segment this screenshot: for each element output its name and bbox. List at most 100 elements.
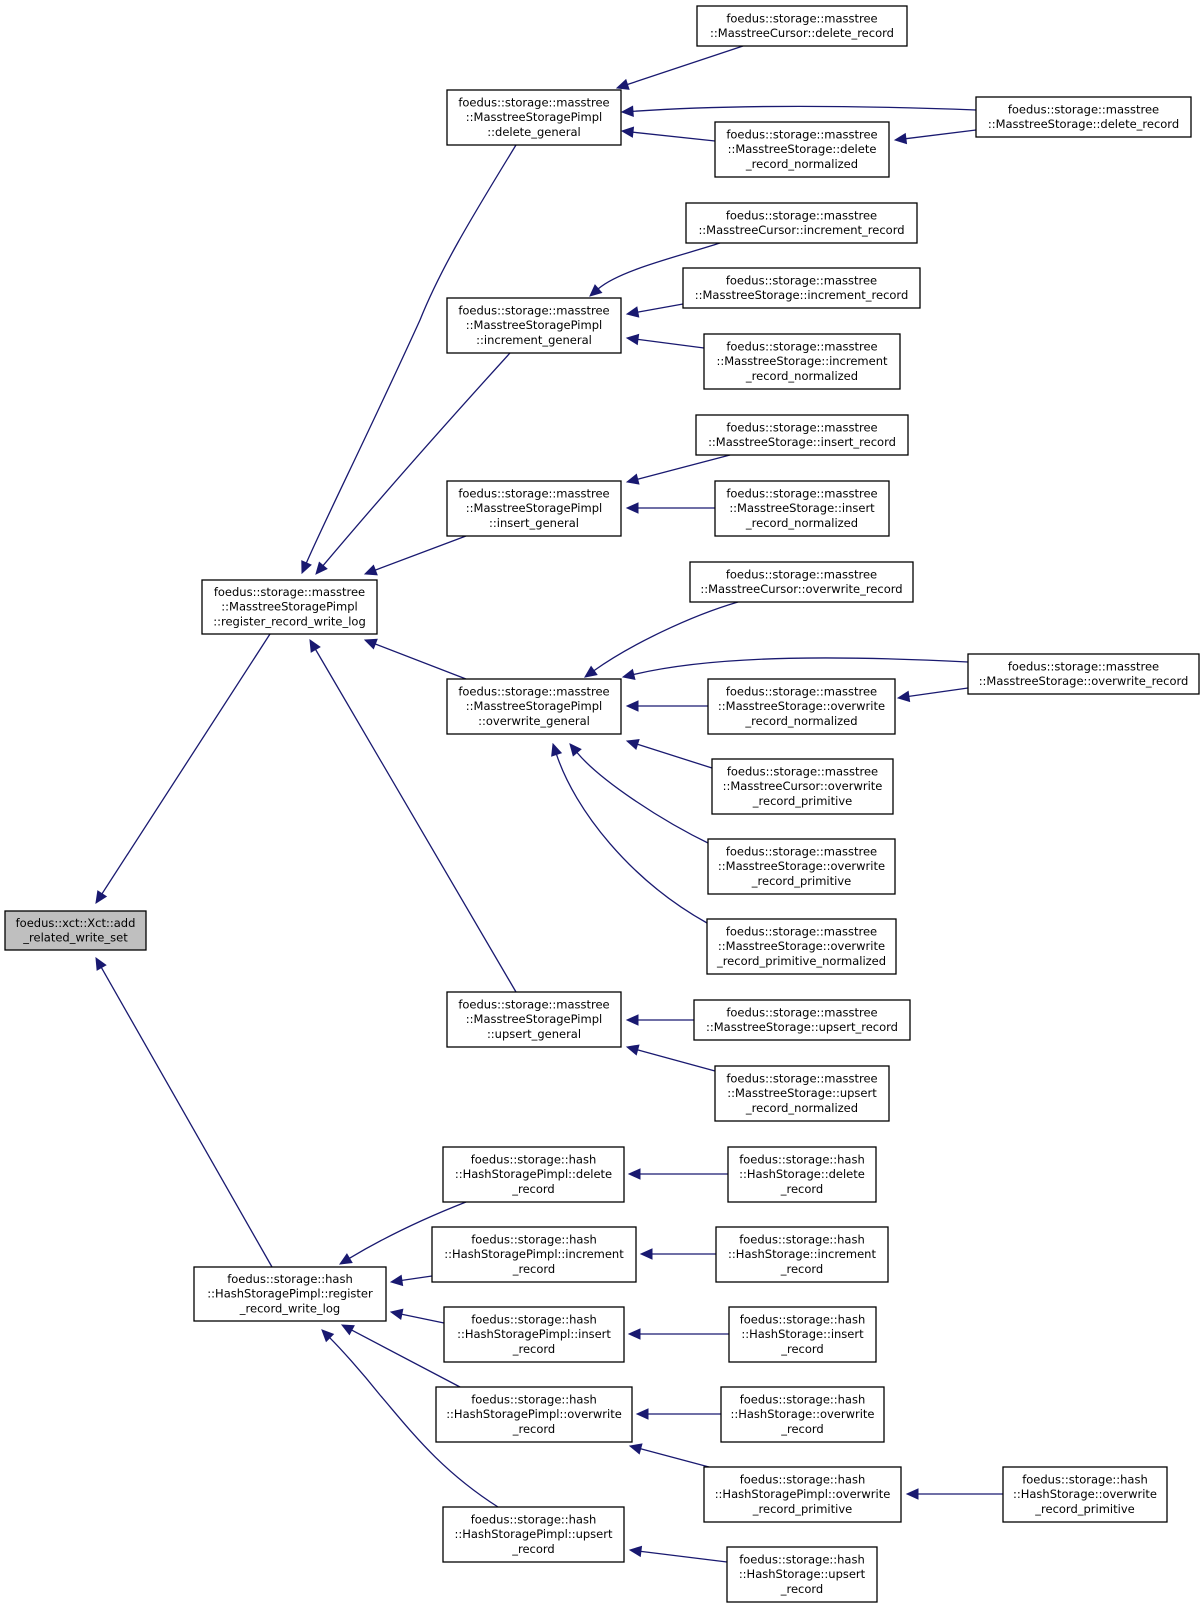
node-label-line: ::increment_general [476, 333, 592, 347]
node-reg_hash[interactable]: foedus::storage::hash::HashStoragePimpl:… [193, 1266, 387, 1322]
node-box [720, 1386, 885, 1443]
node-ms_inc_n[interactable]: foedus::storage::masstree::MasstreeStora… [703, 333, 901, 390]
node-label-line: _record_normalized [745, 1101, 858, 1115]
node-hp_up[interactable]: foedus::storage::hash::HashStoragePimpl:… [442, 1506, 625, 1563]
node-label-line: foedus::storage::hash [740, 1473, 866, 1487]
node-ms_del_n[interactable]: foedus::storage::masstree::MasstreeStora… [714, 121, 890, 178]
nodes-layer: foedus::xct::Xct::add_related_write_setf… [4, 5, 1200, 1603]
node-reg_mt[interactable]: foedus::storage::masstree::MasstreeStora… [201, 579, 378, 635]
node-label-line: ::MasstreeStorage::insert [729, 501, 875, 515]
edge-arrowhead [639, 1248, 653, 1260]
node-hp_inc[interactable]: foedus::storage::hash::HashStoragePimpl:… [431, 1226, 637, 1283]
node-hs_ow_p[interactable]: foedus::storage::hash::HashStorage::over… [1002, 1466, 1168, 1523]
node-label-line: ::MasstreeStoragePimpl [466, 699, 602, 713]
node-label-line: foedus::storage::masstree [726, 420, 877, 434]
node-up_gen[interactable]: foedus::storage::masstree::MasstreeStora… [446, 991, 622, 1048]
edge-arrowhead [621, 668, 636, 680]
node-ms_ow[interactable]: foedus::storage::masstree::MasstreeStora… [967, 653, 1200, 695]
node-inc_gen[interactable]: foedus::storage::masstree::MasstreeStora… [446, 297, 622, 354]
node-ms_del[interactable]: foedus::storage::masstree::MasstreeStora… [975, 96, 1192, 138]
node-label-line: foedus::storage::masstree [726, 208, 877, 222]
node-label-line: foedus::storage::hash [739, 1553, 865, 1567]
node-box [728, 1306, 877, 1363]
node-root[interactable]: foedus::xct::Xct::add_related_write_set [4, 910, 147, 951]
node-hs_inc[interactable]: foedus::storage::hash::HashStorage::incr… [715, 1226, 889, 1283]
node-ms_ins_n[interactable]: foedus::storage::masstree::MasstreeStora… [714, 480, 890, 537]
node-ow_gen[interactable]: foedus::storage::masstree::MasstreeStora… [446, 678, 622, 735]
node-ms_ow_pn[interactable]: foedus::storage::masstree::MasstreeStora… [706, 918, 897, 975]
node-label-line: ::MasstreeStorage::increment_record [695, 288, 909, 302]
node-box [711, 758, 894, 815]
node-label-line: foedus::storage::hash [740, 1393, 866, 1407]
node-del_gen[interactable]: foedus::storage::masstree::MasstreeStora… [446, 89, 622, 146]
node-cur_inc[interactable]: foedus::storage::masstree::MasstreeCurso… [685, 202, 918, 244]
edge-ms_ow_p-to-ow_gen [569, 743, 713, 846]
node-hs_del[interactable]: foedus::storage::hash::HashStorage::dele… [727, 1146, 877, 1203]
edge-ow_gen-to-reg_mt [363, 638, 467, 680]
edge-line [101, 633, 271, 895]
edge-ms_ow_n-to-ow_gen [625, 700, 708, 712]
node-label-line: foedus::storage::masstree [1008, 659, 1159, 673]
node-label-line: foedus::storage::hash [739, 1233, 865, 1247]
node-label-line: _related_write_set [22, 931, 128, 945]
node-label-line: foedus::storage::masstree [458, 685, 609, 699]
node-hp_ow[interactable]: foedus::storage::hash::HashStoragePimpl:… [435, 1386, 633, 1443]
node-ms_ow_n[interactable]: foedus::storage::masstree::MasstreeStora… [707, 678, 896, 735]
node-box [1002, 1466, 1168, 1523]
edge-line [905, 129, 977, 140]
node-label-line: foedus::storage::hash [740, 1313, 866, 1327]
node-box [696, 5, 908, 47]
node-label-line: foedus::storage::masstree [458, 96, 609, 110]
edge-line [637, 743, 713, 769]
edge-ms_del-to-ms_del_n [893, 129, 977, 145]
node-cur_del[interactable]: foedus::storage::masstree::MasstreeCurso… [696, 5, 908, 47]
node-label-line: ::delete_general [487, 125, 580, 139]
node-ms_ins[interactable]: foedus::storage::masstree::MasstreeStora… [695, 414, 909, 456]
node-box [193, 1266, 387, 1322]
edge-arrowhead [627, 1328, 641, 1340]
node-hp_ins[interactable]: foedus::storage::hash::HashStoragePimpl:… [443, 1306, 625, 1363]
node-ins_gen[interactable]: foedus::storage::masstree::MasstreeStora… [446, 480, 622, 537]
edge-arrowhead [625, 333, 640, 346]
node-label-line: foedus::storage::masstree [726, 273, 877, 287]
edge-hs_ow_p-to-hp_ow_p [905, 1488, 1003, 1500]
edge-arrowhead [301, 560, 312, 575]
node-label-line: ::MasstreeStorage::overwrite [718, 939, 885, 953]
edge-ms_del_n-to-del_gen [620, 126, 716, 142]
node-hs_up[interactable]: foedus::storage::hash::HashStorage::upse… [726, 1546, 878, 1603]
node-label-line: _record_primitive [752, 1502, 852, 1516]
node-ms_ow_p[interactable]: foedus::storage::masstree::MasstreeStora… [707, 838, 896, 895]
node-ms_up_n[interactable]: foedus::storage::masstree::MasstreeStora… [714, 1065, 890, 1122]
node-hs_ins[interactable]: foedus::storage::hash::HashStorage::inse… [728, 1306, 877, 1363]
node-label-line: foedus::storage::hash [227, 1272, 353, 1286]
node-cur_ow[interactable]: foedus::storage::masstree::MasstreeCurso… [689, 561, 914, 603]
node-hp_ow_p[interactable]: foedus::storage::hash::HashStoragePimpl:… [703, 1466, 902, 1523]
node-label-line: ::HashStorage::increment [728, 1247, 876, 1261]
node-label-line: ::insert_general [489, 516, 579, 530]
node-box [693, 999, 911, 1041]
edge-cur_ow_p-to-ow_gen [625, 739, 713, 769]
node-label-line: foedus::storage::masstree [726, 11, 877, 25]
edge-cur_del-to-del_gen [615, 45, 744, 90]
edge-arrowhead [628, 1545, 643, 1558]
edge-reg_hash-to-root [95, 956, 273, 1268]
node-box [727, 1146, 877, 1203]
node-label-line: ::MasstreeStorage::overwrite_record [979, 674, 1189, 688]
node-label-line: _record_primitive [752, 794, 852, 808]
node-label-line: foedus::storage::masstree [1008, 102, 1159, 116]
edge-ms_ins-to-ins_gen [625, 454, 731, 485]
node-cur_ow_p[interactable]: foedus::storage::masstree::MasstreeCurso… [711, 758, 894, 815]
node-label-line: foedus::storage::masstree [726, 845, 877, 859]
node-label-line: _record_normalized [744, 714, 857, 728]
edge-del_gen-to-reg_mt [301, 144, 517, 575]
node-hp_del[interactable]: foedus::storage::hash::HashStoragePimpl:… [442, 1146, 625, 1203]
edge-line [375, 535, 467, 571]
node-ms_inc[interactable]: foedus::storage::masstree::MasstreeStora… [682, 267, 921, 309]
edge-arrowhead [628, 1443, 643, 1455]
node-box [689, 561, 914, 603]
edge-arrowhead [363, 564, 378, 576]
node-label-line: foedus::storage::masstree [726, 685, 877, 699]
node-hs_ow[interactable]: foedus::storage::hash::HashStorage::over… [720, 1386, 885, 1443]
node-ms_up[interactable]: foedus::storage::masstree::MasstreeStora… [693, 999, 911, 1041]
node-label-line: ::HashStoragePimpl::upsert [455, 1527, 613, 1541]
